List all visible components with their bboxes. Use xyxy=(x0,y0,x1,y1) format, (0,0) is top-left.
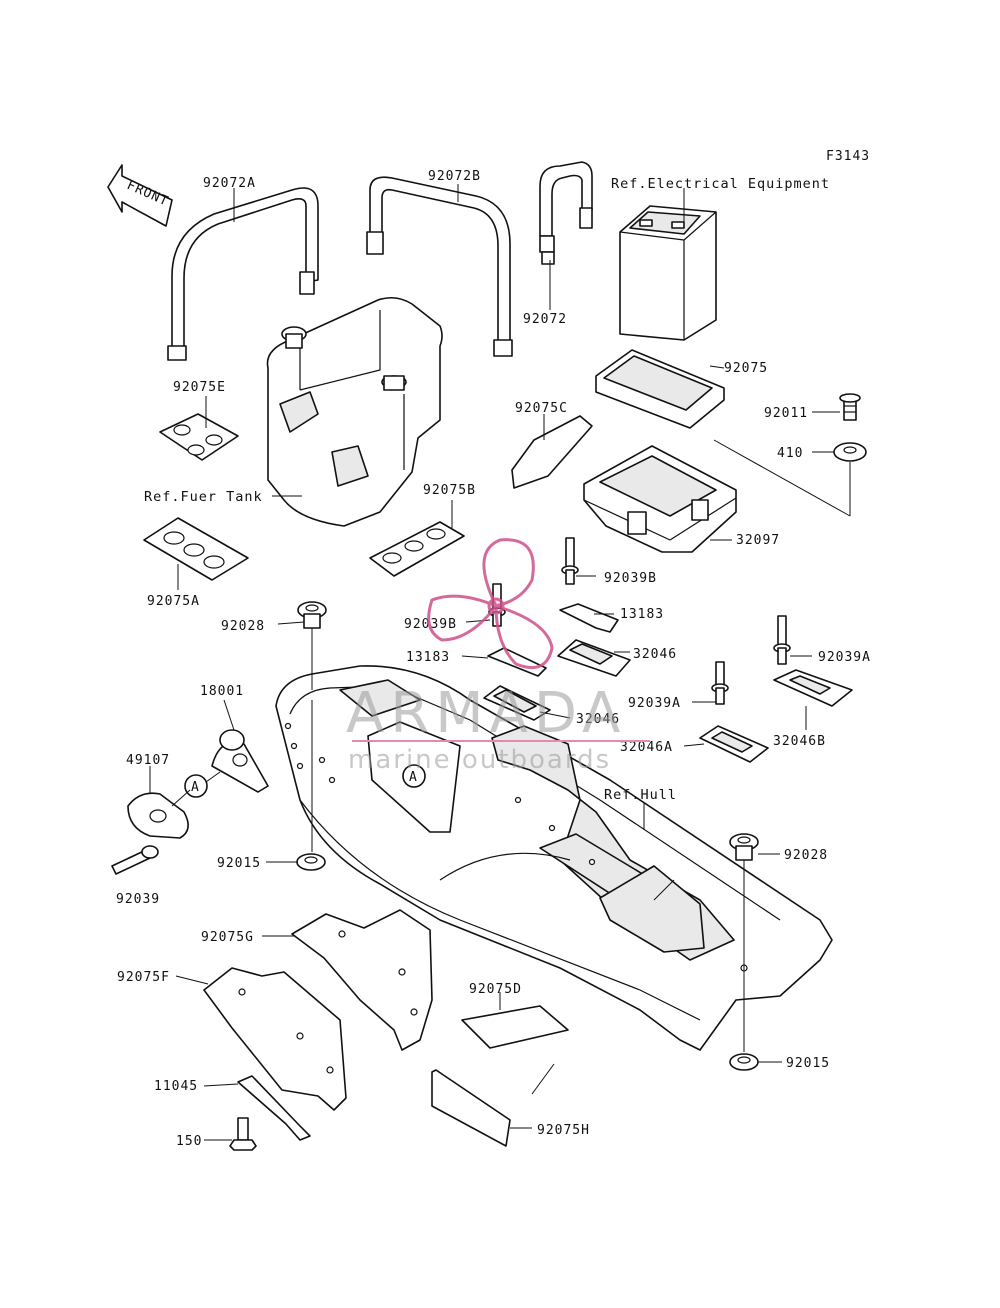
label-32046A: 32046A xyxy=(620,740,673,755)
label-92075C: 92075C xyxy=(515,401,568,416)
pad-92075D xyxy=(461,1005,569,1049)
stud-92039A-right xyxy=(773,615,791,665)
label-92039: 92039 xyxy=(116,892,160,907)
clip-13183-upper xyxy=(559,603,619,633)
label-ref-electrical-equipment: Ref.Electrical Equipment xyxy=(611,176,830,192)
label-11045: 11045 xyxy=(154,1079,198,1094)
callout-a-hull-letter: A xyxy=(409,770,418,785)
pad-92075G xyxy=(291,909,433,1051)
label-49107: 49107 xyxy=(126,753,170,768)
pad-92075B xyxy=(369,521,465,577)
label-92075F: 92075F xyxy=(117,970,170,985)
label-92075D: 92075D xyxy=(469,982,522,997)
label-32097: 32097 xyxy=(736,533,780,548)
hull-frame xyxy=(275,665,833,1051)
label-92075B: 92075B xyxy=(423,483,476,498)
bolt-92011 xyxy=(839,393,861,421)
label-32046-lower: 32046 xyxy=(576,712,620,727)
label-13183-upper: 13183 xyxy=(620,607,664,622)
label-32046B: 32046B xyxy=(773,734,826,749)
label-92028-upper: 92028 xyxy=(221,619,265,634)
label-410: 410 xyxy=(777,446,803,461)
label-18001: 18001 xyxy=(200,684,244,699)
drain-plug-18001 xyxy=(211,729,269,793)
label-92075H: 92075H xyxy=(537,1123,590,1138)
callout-a-hull: A xyxy=(402,764,426,788)
label-92011: 92011 xyxy=(764,406,808,421)
label-92075: 92075 xyxy=(724,361,768,376)
label-92075E: 92075E xyxy=(173,380,226,395)
washer-410 xyxy=(833,442,867,462)
figure-code: F3143 xyxy=(826,149,870,164)
label-92072B: 92072B xyxy=(428,169,481,184)
battery xyxy=(619,205,717,341)
bracket-32046-lower xyxy=(483,685,551,721)
bracket-32046B xyxy=(773,669,853,707)
label-92039A-right: 92039A xyxy=(818,650,871,665)
strap-92072B xyxy=(366,176,513,357)
callout-a-left-letter: A xyxy=(191,780,200,795)
pad-92075C xyxy=(511,415,593,489)
label-92015-lower: 92015 xyxy=(786,1056,830,1071)
propeller-logo-icon xyxy=(427,538,554,669)
label-92072: 92072 xyxy=(523,312,567,327)
bracket-11045 xyxy=(237,1075,311,1141)
bolt-150 xyxy=(229,1117,257,1151)
strap-92072A xyxy=(167,187,319,361)
bracket-32046A xyxy=(699,725,769,763)
battery-pad-92075 xyxy=(595,349,725,429)
fuel-tank xyxy=(266,296,443,527)
grommet-92028-upper xyxy=(297,601,327,629)
nut-92015-lower xyxy=(729,1053,759,1071)
label-92028-lower: 92028 xyxy=(784,848,828,863)
bracket-32046-upper xyxy=(557,639,631,677)
watermark-brand: ARMADA xyxy=(346,681,626,746)
label-ref-fuel-tank: Ref.Fuer Tank xyxy=(144,489,263,505)
watermark: ARMADA marine outboards xyxy=(346,538,650,775)
strap-92072 xyxy=(539,161,593,265)
grommet-92028-lower xyxy=(729,833,759,861)
label-92075G: 92075G xyxy=(201,930,254,945)
pad-92075E xyxy=(159,413,239,461)
pad-92075H xyxy=(431,1069,511,1147)
battery-case-32097 xyxy=(583,445,737,553)
callout-a-left: A xyxy=(184,774,208,798)
label-92015-upper: 92015 xyxy=(217,856,261,871)
label-92039A-mid: 92039A xyxy=(628,696,681,711)
label-32046-upper: 32046 xyxy=(633,647,677,662)
stud-92039B-upper xyxy=(561,537,579,585)
bolt-92039 xyxy=(111,845,159,875)
pad-92075A xyxy=(143,517,249,581)
nut-92015-upper xyxy=(296,853,326,871)
stud-92039A-mid xyxy=(711,661,729,705)
part-labels: 92072A 92072B 92072 Ref.Electrical Equip… xyxy=(116,169,871,1149)
label-150: 150 xyxy=(176,1134,202,1149)
leader-lines xyxy=(149,184,851,1141)
label-92039B-upper: 92039B xyxy=(604,571,657,586)
label-ref-hull: Ref.Hull xyxy=(604,787,677,803)
front-arrow-icon: FRONT xyxy=(107,164,173,227)
label-92075A: 92075A xyxy=(147,594,200,609)
label-13183-lower: 13183 xyxy=(406,650,450,665)
watermark-tagline: marine outboards xyxy=(348,745,611,775)
pad-92075F xyxy=(203,967,347,1111)
label-92072A: 92072A xyxy=(203,176,256,191)
clip-13183-lower xyxy=(487,647,547,677)
